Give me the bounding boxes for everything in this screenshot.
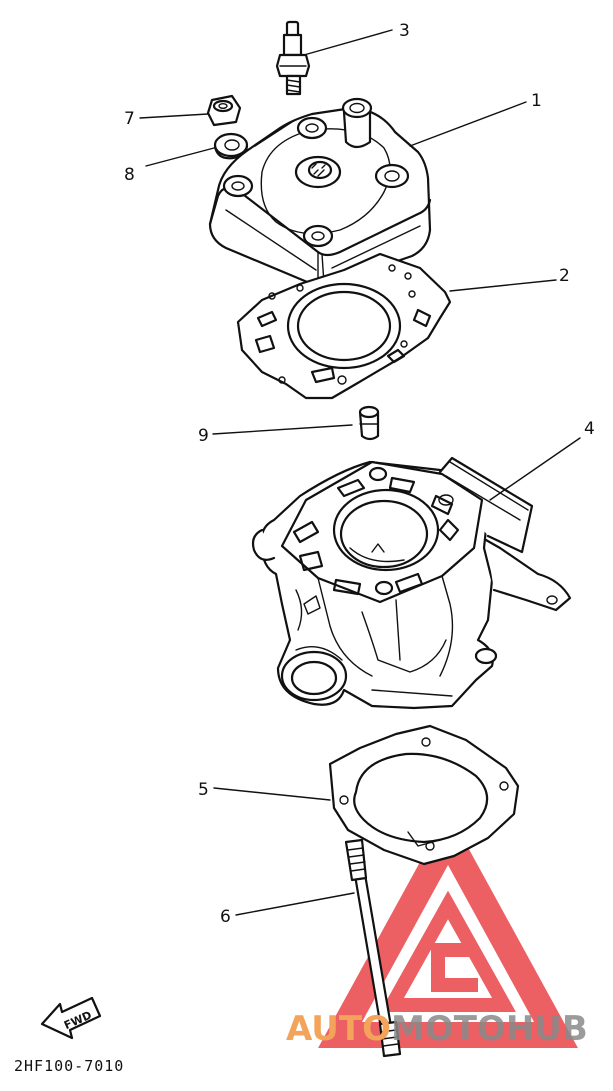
svg-text:AUTOMOTOHUB: AUTOMOTOHUB <box>286 1009 588 1049</box>
spark-plug <box>275 20 311 96</box>
callout-4: 4 <box>584 419 595 439</box>
watermark-auto: AUTO <box>286 1009 391 1049</box>
callouts: 1 2 3 4 5 6 7 8 9 <box>124 21 595 927</box>
callout-9: 9 <box>198 426 209 446</box>
dowel-pin <box>358 405 380 441</box>
watermark-moto: MOTO <box>391 1009 506 1049</box>
callout-7: 7 <box>124 109 135 129</box>
callout-1: 1 <box>531 91 542 111</box>
watermark-logo <box>318 810 578 1048</box>
nut <box>206 94 242 127</box>
diagram-code: 2HF100-7010 <box>14 1057 124 1075</box>
watermark-text: AUTOMOTOHUB <box>286 1009 588 1049</box>
stud-bolt <box>344 838 402 1058</box>
callout-2: 2 <box>559 266 570 286</box>
callout-8: 8 <box>124 165 135 185</box>
fwd-arrow: FWD <box>40 996 102 1040</box>
base-gasket <box>328 724 520 866</box>
cylinder-head <box>208 97 432 286</box>
leader-lines <box>139 29 581 916</box>
head-gasket <box>236 252 452 400</box>
callout-3: 3 <box>399 21 410 41</box>
cylinder <box>251 456 572 710</box>
callout-6: 6 <box>220 907 231 927</box>
watermark-hub: HUB <box>506 1009 588 1049</box>
callout-5: 5 <box>198 780 209 800</box>
